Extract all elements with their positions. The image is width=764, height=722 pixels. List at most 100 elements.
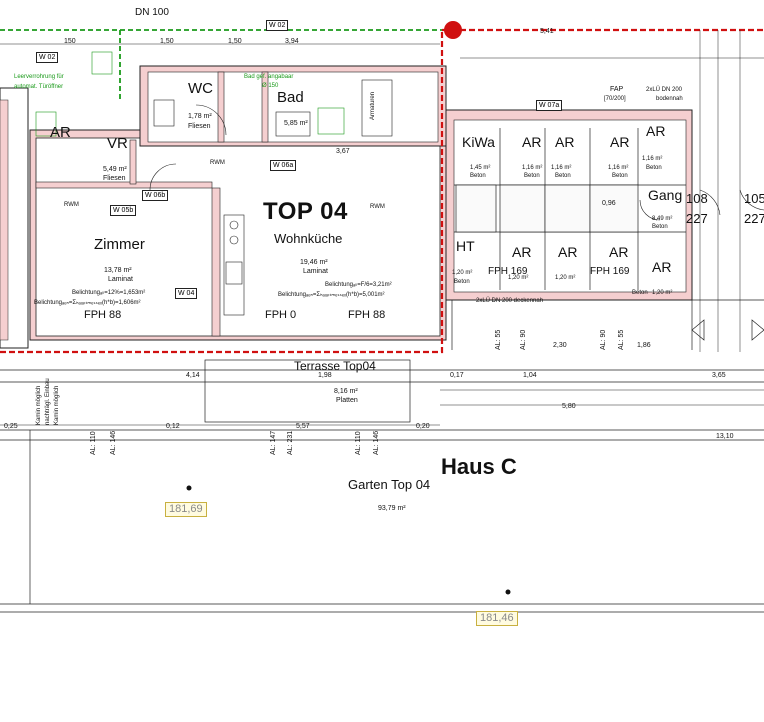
room-floor-gang: Beton	[652, 224, 668, 230]
window-label: W 02	[36, 52, 59, 63]
dim-label: 5,41	[540, 28, 554, 35]
terrace-outline	[0, 299, 764, 613]
room-name-vr: VR	[107, 135, 128, 152]
room-name-ar4: AR	[646, 123, 666, 139]
connection-point	[444, 21, 462, 39]
kitchen-counter	[223, 214, 245, 316]
storage-cells	[454, 128, 686, 290]
room-area-kiwa: 1,45 m²	[470, 165, 491, 171]
dim-label: 5,80	[562, 403, 576, 410]
dim-label: 3,94	[285, 38, 299, 45]
dim-label: 105	[744, 191, 764, 206]
window-label: W 05b	[110, 205, 137, 216]
room-area-wohnkueche: 19,46 m²	[300, 259, 328, 266]
room-floor-ht: Beton	[454, 279, 470, 285]
dim-label: 1,50	[228, 38, 242, 45]
height-label: AL: 110	[90, 431, 97, 455]
room-area-ar5: 1,20 m²	[508, 275, 529, 281]
note-fap: FAP	[610, 86, 624, 93]
dim-label: 0,20	[416, 423, 430, 430]
dim-label: 4,14	[186, 372, 200, 379]
note-leerverrohrung: Leerverrohrung für	[14, 74, 64, 80]
dim-label: 1,04	[523, 372, 537, 379]
dim-label: 1,50	[160, 38, 174, 45]
note-fap-dim: [70/200]	[604, 96, 626, 102]
note-decken: 2xLÜ DN 200 deckennah	[476, 298, 544, 304]
note-rwm-3: RWM	[64, 202, 79, 208]
room-name-ht: HT	[456, 238, 475, 254]
dim-label: 150	[64, 38, 76, 45]
terrace-area: 8,16 m²	[334, 388, 358, 395]
room-area-ar8: 1,20 m²	[652, 290, 673, 296]
room-name-ar2: AR	[555, 134, 575, 150]
light-wohnkueche-1: Belichtungₐₗₗ=F/6=3,21m²	[325, 282, 392, 288]
window-label: W 07a	[536, 100, 563, 111]
dim-label: 0,96	[602, 200, 616, 207]
room-name-ar6: AR	[558, 244, 578, 260]
garden-name: Garten Top 04	[348, 477, 431, 492]
window-label: W 04	[175, 288, 198, 299]
dim-label: 1,98	[318, 372, 332, 379]
room-area-vr: 5,49 m²	[103, 166, 127, 173]
height-label: AL: 147	[270, 430, 277, 455]
room-name-wc: WC	[188, 80, 213, 97]
light-zimmer-2: Belichtungₐₑₙ=Σₕₐᵤₚₜₘₑₛₛₑₓ(h*b)=1,606m²	[34, 300, 141, 306]
room-name-ar7: AR	[609, 244, 629, 260]
room-name-ar1: AR	[522, 134, 542, 150]
dim-label: 5,57	[296, 423, 310, 430]
room-name-wohnkueche: Wohnküche	[274, 231, 343, 246]
room-area-ar3: 1,16 m²	[608, 165, 629, 171]
note-kamin-2: nachträgl. Einbau	[45, 378, 51, 425]
garden-area: 93,79 m²	[378, 505, 406, 512]
room-name-ar-left: AR	[50, 124, 71, 141]
room-area-ht: 1,20 m²	[452, 270, 473, 276]
property-line	[0, 28, 764, 354]
height-label: AL: 110	[355, 431, 362, 455]
room-floor-ar8: Beton	[632, 290, 648, 296]
dim-label: 227	[686, 211, 708, 226]
dim-label: 0,25	[4, 423, 18, 430]
room-area-gang: 8,49 m²	[652, 216, 673, 222]
dim-label: 3,65	[712, 372, 726, 379]
level-marker: 181,46	[476, 611, 518, 626]
room-floor-zimmer: Laminat	[108, 276, 133, 283]
note-kamin-3: Kamin möglich	[54, 385, 60, 425]
note-luo2: bodennah	[656, 96, 683, 102]
note-rwm-2: RWM	[370, 204, 385, 210]
door-label: FPH 169	[590, 266, 630, 277]
door-label: FPH 88	[348, 309, 386, 321]
room-area-ar4: 1,16 m²	[642, 156, 663, 162]
room-name-gang: Gang	[648, 187, 683, 203]
height-label: AL: 90	[600, 329, 607, 350]
note-luo: 2xLÜ DN 200	[646, 87, 683, 93]
door-label: FPH 169	[488, 266, 528, 277]
door-swings	[149, 104, 764, 221]
dim-label: 227	[744, 211, 764, 226]
level-dot	[505, 589, 511, 595]
building-name: Haus C	[441, 454, 517, 479]
room-name-zimmer: Zimmer	[94, 236, 145, 253]
dim-label: 1,86	[637, 342, 651, 349]
height-label: AL: 55	[618, 329, 625, 350]
room-floor-vr: Fliesen	[103, 175, 126, 182]
dim-label: 2,30	[553, 342, 567, 349]
note-bad: Bad gef. angabaar	[244, 74, 294, 80]
window-label: W 02	[266, 20, 289, 31]
level-marker: 181,69	[165, 502, 207, 517]
pipe-line	[0, 29, 442, 100]
note-vent: Ø 150	[262, 83, 279, 89]
level-dot	[186, 485, 192, 491]
room-floor-kiwa: Beton	[470, 173, 486, 179]
dim-label: 0,17	[450, 372, 464, 379]
room-floor-ar4: Beton	[646, 165, 662, 171]
room-area-ar2: 1,16 m²	[551, 165, 572, 171]
room-floor-ar3: Beton	[612, 173, 628, 179]
window-label: W 06b	[142, 190, 169, 201]
room-floor-ar2: Beton	[555, 173, 571, 179]
light-wohnkueche-2: Belichtungₐₑₙ=Σₕₐᵤₚₜₘₑₛₛₑₓ(h*b)=5,001m²	[278, 292, 385, 298]
window-label: W 06a	[270, 160, 297, 171]
room-area-bad: 5,85 m²	[284, 120, 308, 127]
room-floor-wc: Fliesen	[188, 123, 211, 130]
room-area-zimmer: 13,78 m²	[104, 267, 132, 274]
dim-label: 0,12	[166, 423, 180, 430]
